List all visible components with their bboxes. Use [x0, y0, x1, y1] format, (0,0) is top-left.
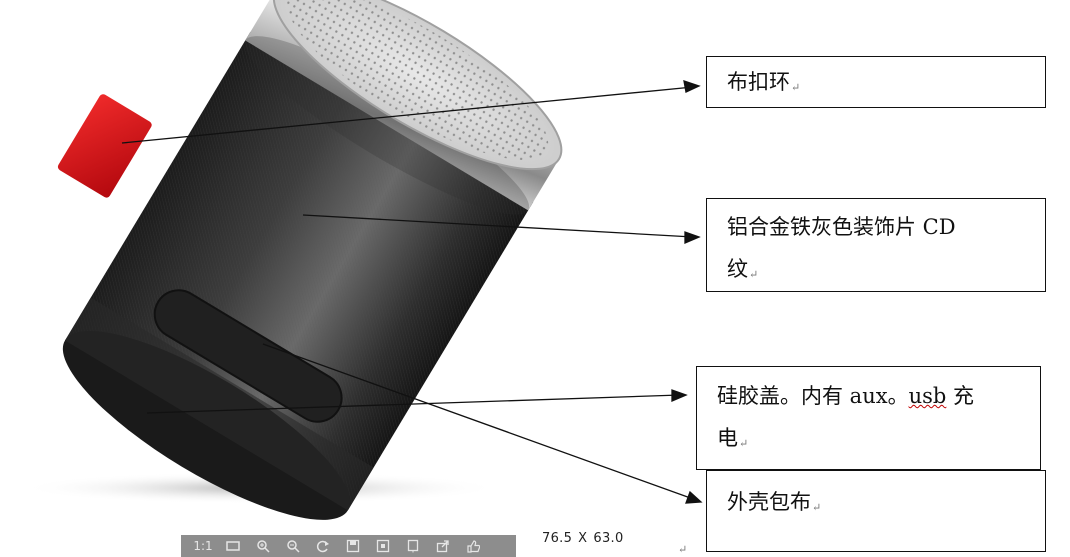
share-icon[interactable]: [433, 537, 453, 555]
rotate-icon[interactable]: [313, 537, 333, 555]
zoom-out-icon[interactable]: [283, 537, 303, 555]
image-viewer-toolbar: 1:1: [181, 535, 516, 557]
paragraph-mark-icon: ↵: [749, 268, 759, 281]
callout-fabric-loop: 布扣环↵: [706, 56, 1046, 108]
callout-aluminum-plate: 铝合金铁灰色装饰片 CD 纹↵: [706, 198, 1046, 292]
zoom-in-icon[interactable]: [253, 537, 273, 555]
callout-aluminum-plate-line2: 纹: [727, 257, 748, 281]
callout-silicone-line2: 电: [717, 426, 738, 450]
slideshow-icon[interactable]: [403, 537, 423, 555]
paragraph-mark-icon: ↵: [739, 437, 749, 450]
callout-shell-fabric-text: 外壳包布: [727, 490, 811, 514]
callout-fabric-loop-text: 布扣环: [727, 70, 790, 94]
callout-silicone-text-a: 硅胶盖。内有 aux。: [717, 384, 909, 408]
callout-silicone-cover: 硅胶盖。内有 aux。usb 充 电↵: [696, 366, 1041, 470]
fabric-strap: [57, 94, 152, 198]
fullscreen-icon[interactable]: [373, 537, 393, 555]
size-separator: X: [578, 531, 588, 546]
paragraph-mark-icon: ↵: [678, 543, 688, 556]
speaker-body: [62, 0, 563, 520]
actual-size-button[interactable]: 1:1: [193, 539, 213, 553]
spellcheck-word-usb: usb: [908, 384, 947, 408]
silicone-cover: [153, 289, 343, 423]
fit-screen-icon[interactable]: [223, 537, 243, 555]
image-height-value: 63.0: [593, 531, 624, 546]
callout-aluminum-plate-line1: 铝合金铁灰色装饰片 CD: [727, 215, 956, 239]
paragraph-mark-icon: ↵: [812, 501, 822, 514]
image-width-value: 76.5: [542, 531, 573, 546]
image-size-readout: 76.5 X 63.0: [542, 531, 624, 546]
leader-lines: [121, 80, 703, 504]
like-icon[interactable]: [463, 537, 483, 555]
callout-silicone-text-c: 充: [946, 384, 975, 408]
save-icon[interactable]: [343, 537, 363, 555]
paragraph-mark-icon: ↵: [791, 81, 801, 94]
callout-shell-fabric: 外壳包布↵: [706, 470, 1046, 552]
